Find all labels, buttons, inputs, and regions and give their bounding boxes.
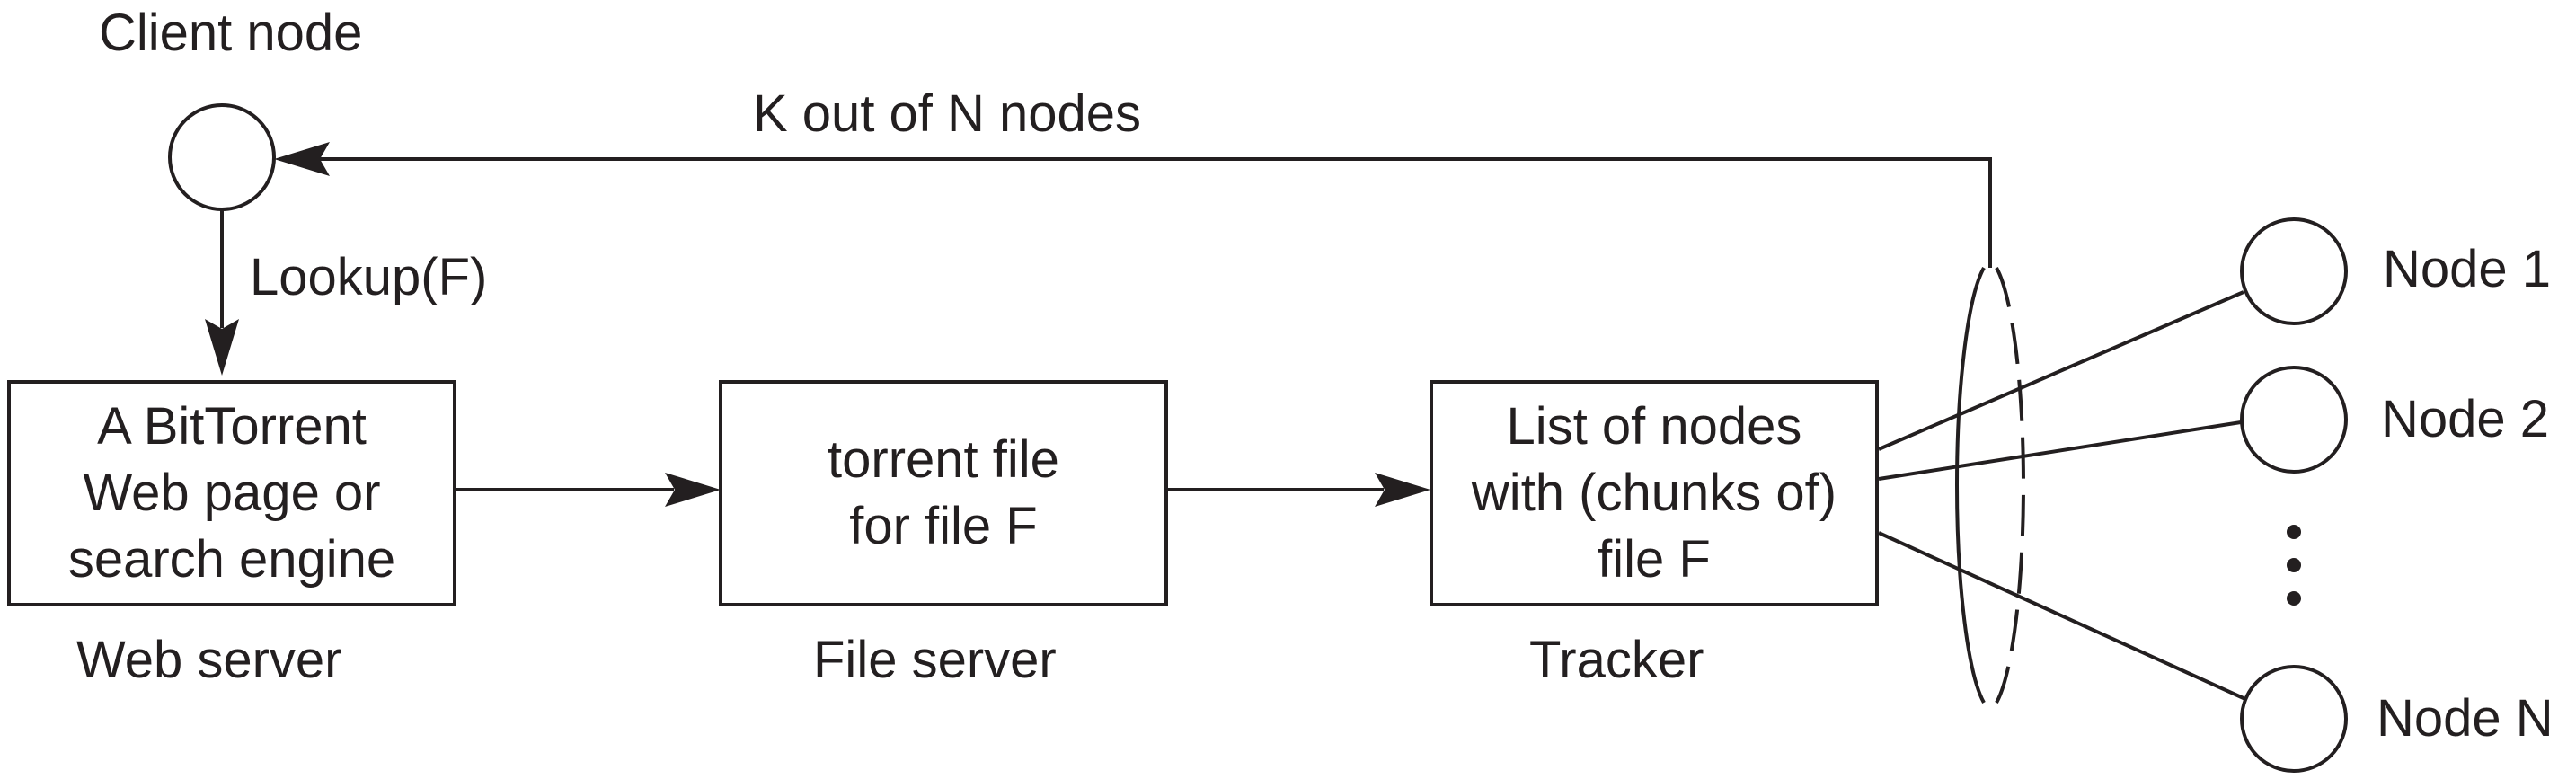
file-server-caption: File server [813, 631, 1057, 689]
web-server-box: A BitTorrent Web page or search engine [7, 380, 456, 606]
web-server-line: search engine [67, 530, 396, 589]
node-2-label: Node 2 [2381, 390, 2550, 448]
node-group-ellipse-back [1995, 267, 2026, 704]
node-1-label: Node 1 [2383, 240, 2552, 298]
return-edge-label: K out of N nodes [753, 84, 1142, 143]
return-arrow-path [319, 157, 1992, 268]
file-server-line: torrent file [828, 430, 1059, 489]
file-server-box: torrent file for file F [719, 380, 1168, 606]
node-ellipsis-dots [2287, 525, 2301, 606]
file-server-box-text: torrent file for file F [828, 427, 1059, 560]
lookup-arrowhead [205, 319, 239, 376]
tracker-to-node-1-line [1878, 290, 2244, 451]
node-1-circle [2240, 217, 2348, 325]
file-server-line: for file F [849, 497, 1038, 555]
web-to-file-arrowhead [665, 473, 721, 507]
web-server-caption: Web server [76, 631, 342, 689]
ellipsis-dot [2287, 591, 2301, 606]
tracker-line: List of nodes [1506, 397, 1802, 456]
ellipsis-dot [2287, 558, 2301, 572]
node-group-ellipse-front [1954, 267, 1986, 704]
node-n-label: Node N [2377, 689, 2554, 748]
tracker-line: with (chunks of) [1471, 464, 1837, 522]
tracker-line: file F [1598, 530, 1711, 589]
web-server-box-text: A BitTorrent Web page or search engine [68, 394, 395, 593]
web-server-line: Web page or [83, 464, 381, 522]
ellipsis-dot [2287, 525, 2301, 539]
node-2-circle [2240, 366, 2348, 474]
return-arrowhead [274, 142, 330, 176]
tracker-to-node-n-line [1878, 531, 2246, 701]
client-node-label: Client node [99, 4, 363, 62]
file-to-tracker-arrowhead [1375, 473, 1430, 507]
web-server-line: A BitTorrent [97, 397, 367, 456]
tracker-box: List of nodes with (chunks of) file F [1430, 380, 1879, 606]
tracker-to-node-2-line [1878, 420, 2242, 481]
tracker-caption: Tracker [1529, 631, 1704, 689]
client-node-circle [168, 103, 276, 211]
tracker-box-text: List of nodes with (chunks of) file F [1472, 394, 1837, 593]
lookup-edge-label: Lookup(F) [250, 248, 488, 306]
node-n-circle [2240, 665, 2348, 773]
